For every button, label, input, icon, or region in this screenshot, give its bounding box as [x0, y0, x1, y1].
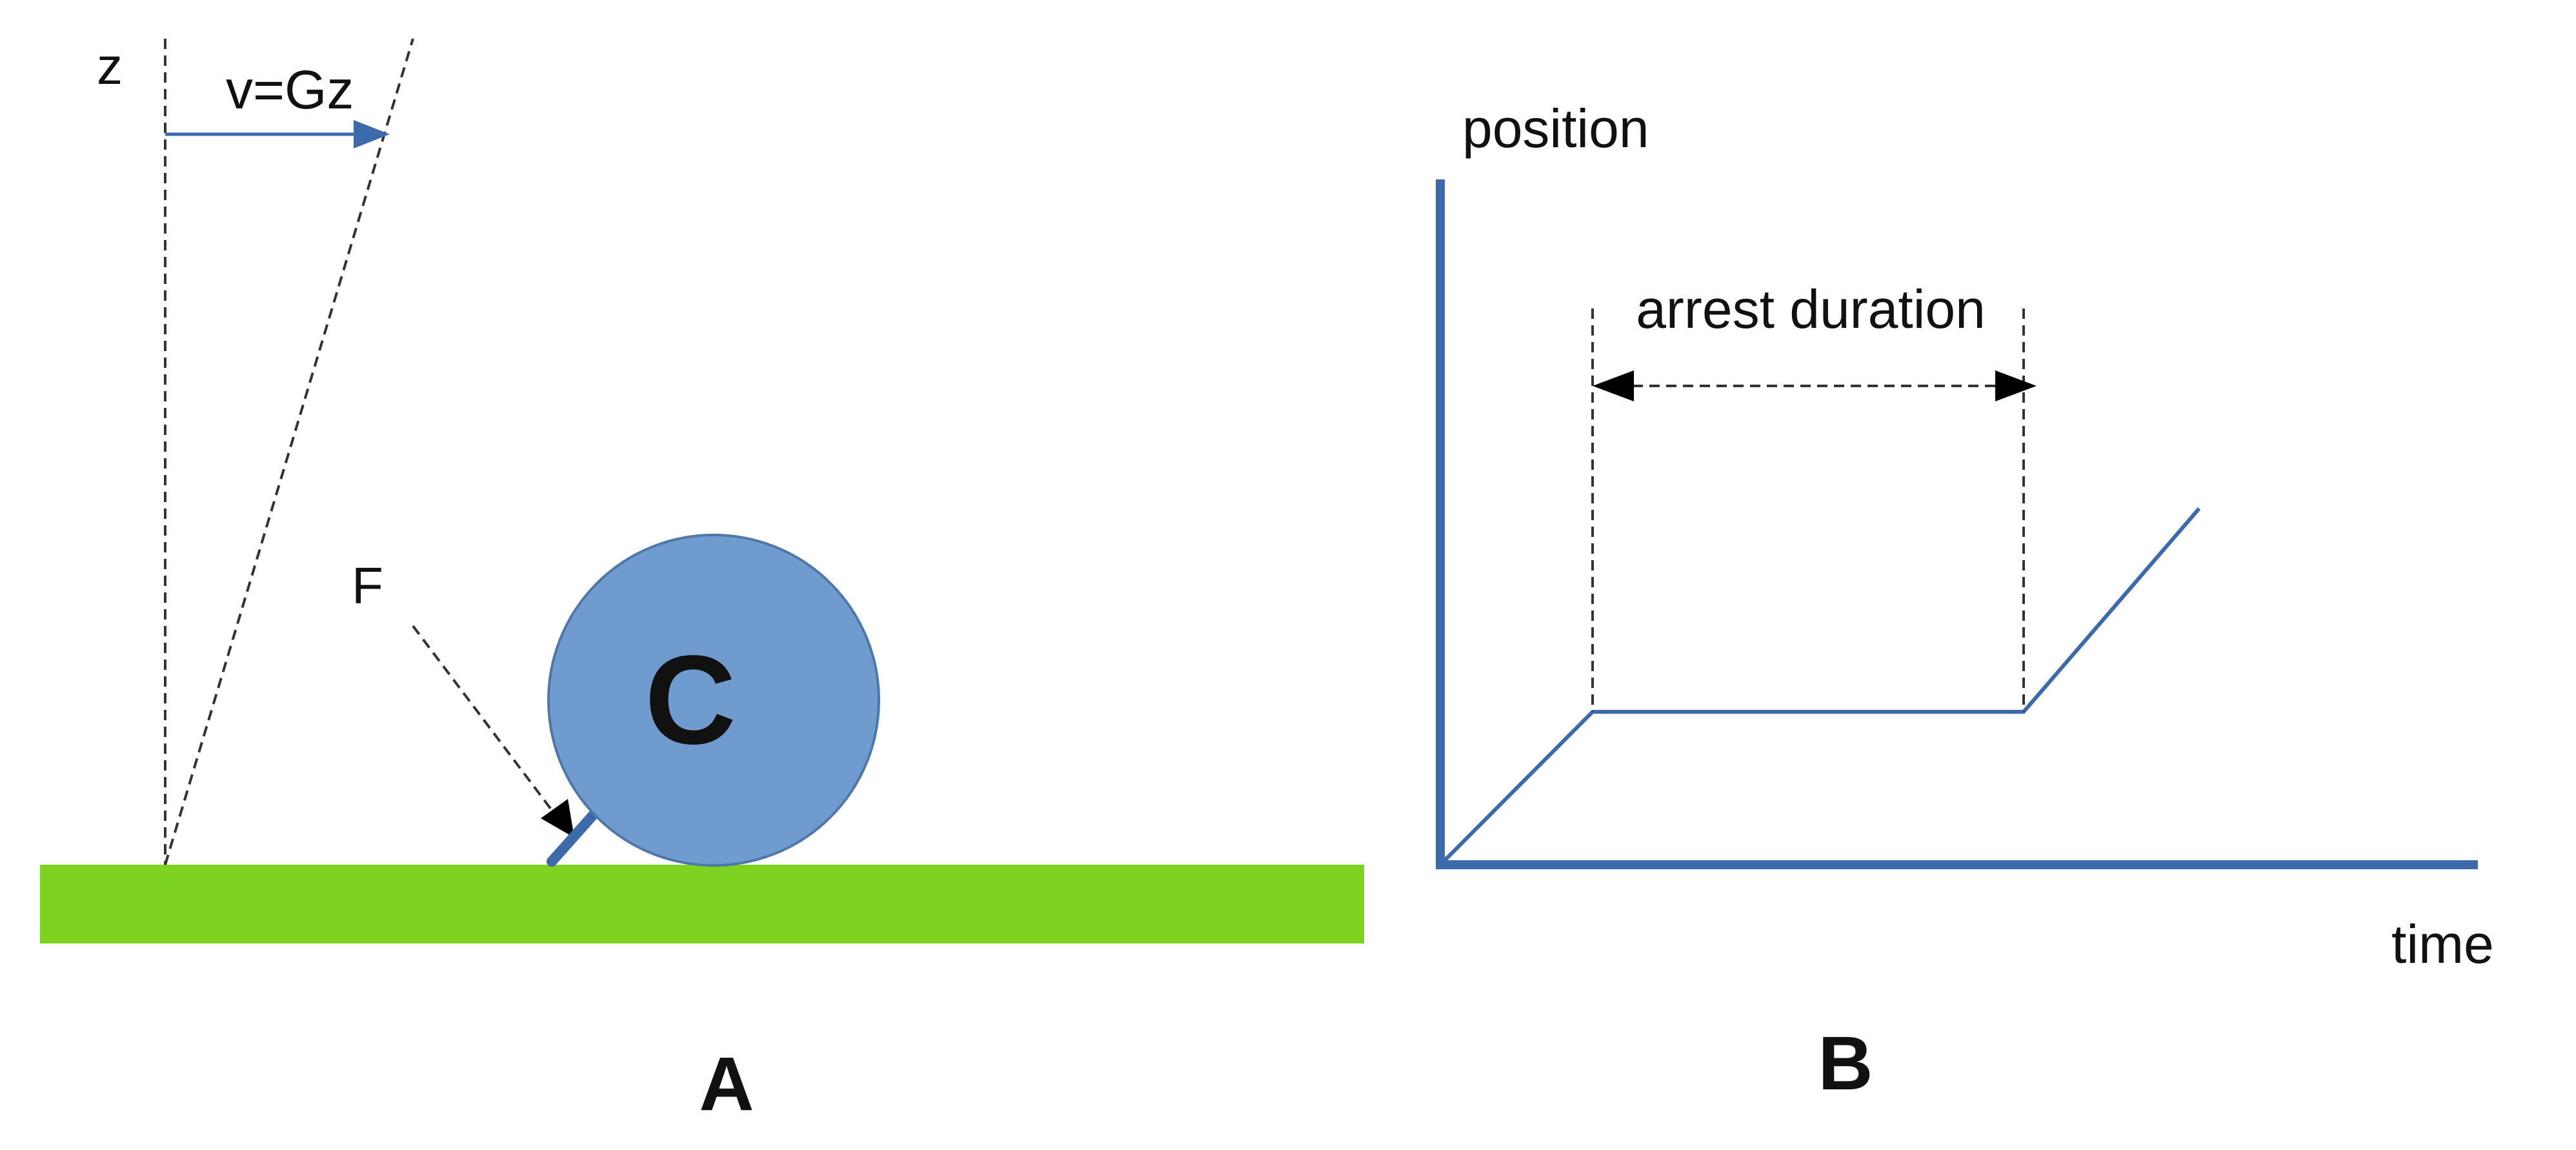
velocity-label: v=Gz	[226, 59, 354, 120]
shear-profile-line	[164, 38, 414, 865]
position-trace	[1438, 507, 2201, 867]
substrate	[40, 865, 1364, 943]
panel-a-label: A	[699, 1042, 754, 1127]
arrest-arrowhead-right	[1995, 370, 2037, 401]
x-axis-label: time	[2391, 914, 2494, 974]
tether	[547, 809, 599, 867]
arrest-duration-label: arrest duration	[1636, 279, 1986, 339]
force-arrow-shaft	[412, 625, 556, 816]
panel-b: position time arrest duration B	[1436, 98, 2494, 1106]
cell-label: C	[645, 629, 736, 771]
y-axis-label: position	[1462, 98, 1649, 159]
force-label: F	[352, 557, 383, 614]
arrest-arrowhead-left	[1593, 370, 1634, 401]
cell	[547, 534, 880, 867]
force-arrowhead	[541, 799, 574, 838]
z-axis-label: z	[97, 37, 123, 95]
panel-b-label: B	[1818, 1021, 1873, 1106]
panel-a: z v=Gz F C A	[40, 37, 1364, 1127]
velocity-arrowhead	[354, 120, 390, 148]
